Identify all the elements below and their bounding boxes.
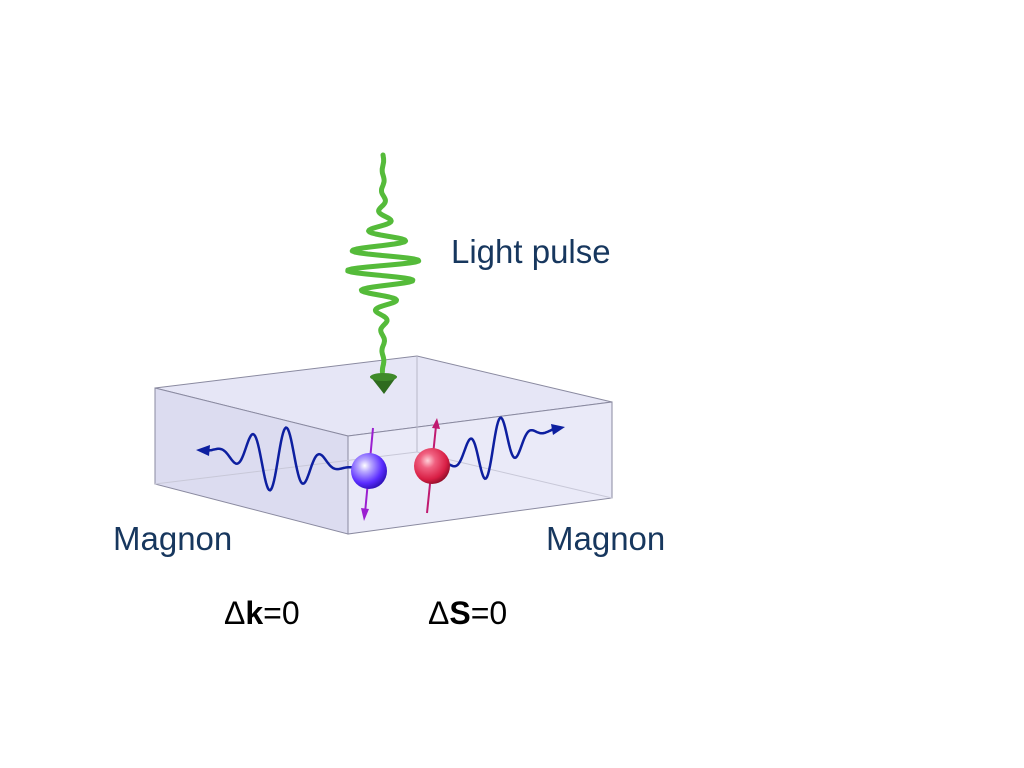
magnon-wave-left [196,426,354,492]
spin-symbol: S [449,595,471,631]
light-pulse-arrow [345,152,422,394]
slab-hidden-edge [416,451,613,499]
momentum-delta-symbol: Δ [224,595,246,631]
momentum-symbol: k [245,595,264,631]
momentum-conservation-equation: Δk=0 [224,597,300,629]
spin-down-arrowhead-icon [361,508,369,521]
spin-up-sphere [414,448,450,484]
magnon-left-label: Magnon [113,520,233,557]
magnon-wave-left-path [203,426,354,492]
spin-up-arrowhead-icon [432,418,440,429]
spin-down-sphere [351,453,387,489]
light-pulse-tip-icon [370,376,397,394]
momentum-value: =0 [263,595,300,631]
magnon-right-label: Magnon [546,520,666,557]
light-pulse-wave [345,152,422,375]
magnon-right-arrowhead-icon [551,424,565,435]
spin-conservation-equation: ΔS=0 [428,597,507,629]
magnon-wave-right-path [448,416,558,481]
spin-up-particle [414,418,450,514]
spin-value: =0 [470,595,508,631]
magnon-wave-right [448,416,565,481]
spin-down-particle [351,427,387,521]
magnon-left-arrowhead-icon [196,445,210,456]
light-pulse-tip-cap [370,373,397,381]
spin-delta-symbol: Δ [428,595,450,631]
light-pulse-label: Light pulse [451,233,611,270]
